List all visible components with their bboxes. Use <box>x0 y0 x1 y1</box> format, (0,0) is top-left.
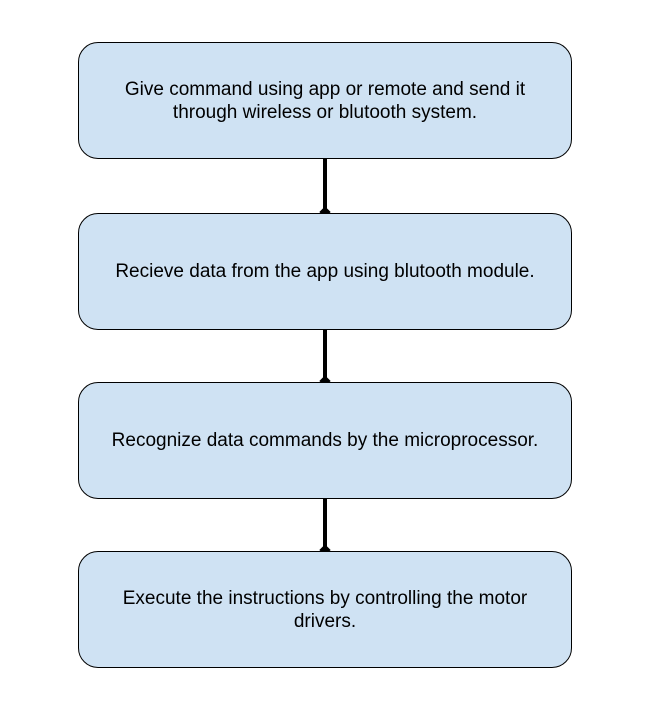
step-2-box: Recieve data from the app using blutooth… <box>78 213 572 330</box>
connector-3-4 <box>323 499 327 551</box>
step-4-box: Execute the instructions by controlling … <box>78 551 572 668</box>
step-1-text: Give command using app or remote and sen… <box>124 78 526 123</box>
step-1-box: Give command using app or remote and sen… <box>78 42 572 159</box>
connector-1-2 <box>323 159 327 213</box>
step-3-text: Recognize data commands by the microproc… <box>111 430 539 451</box>
step-4-text: Execute the instructions by controlling … <box>122 587 528 632</box>
step-3-box: Recognize data commands by the microproc… <box>78 382 572 499</box>
step-2-text: Recieve data from the app using blutooth… <box>115 261 535 282</box>
connector-2-3 <box>323 330 327 382</box>
